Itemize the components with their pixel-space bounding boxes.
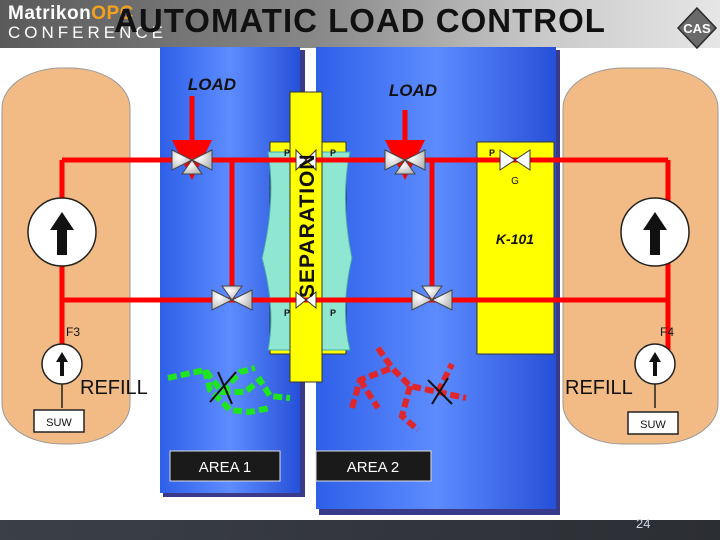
area2-box[interactable] — [315, 450, 432, 482]
p-label-bottom-left: P — [284, 308, 290, 318]
f3-label: F3 — [66, 325, 80, 339]
separation-label: SEPARATION — [296, 153, 319, 298]
separation-column — [289, 91, 323, 383]
area2-marker-icon — [427, 377, 453, 405]
p-label-top-right: P — [330, 148, 336, 158]
valve-g[interactable] — [499, 149, 531, 171]
valve-right-bottom[interactable] — [411, 285, 453, 311]
valve-center-top[interactable] — [295, 148, 317, 172]
valve-right-top[interactable] — [384, 149, 426, 175]
f4-label: F4 — [660, 325, 674, 339]
footer-bar — [0, 520, 720, 540]
conference-logo-subtitle: CONFERENCE — [8, 23, 168, 42]
valve-left-top[interactable] — [171, 149, 213, 175]
up-arrow-icon — [643, 212, 667, 255]
refill-pump-right[interactable] — [634, 343, 676, 385]
pump-right[interactable] — [620, 197, 690, 267]
refill-pump-left[interactable] — [41, 343, 83, 385]
logo-brand: Matrikon — [8, 3, 92, 24]
k101-compressor-block — [476, 141, 555, 355]
refill-label-left: REFILL — [80, 377, 148, 399]
slide-title: AUTOMATIC LOAD CONTROL — [114, 2, 606, 39]
p-label-k101: P — [489, 148, 495, 158]
area1-network — [167, 365, 291, 416]
k101-label: K-101 — [496, 231, 534, 247]
area2-network — [349, 346, 467, 433]
area1-label: AREA 1 — [199, 459, 252, 476]
conference-logo: MatrikonOPC — [8, 3, 134, 25]
load-label-left: LOAD — [188, 75, 236, 94]
up-arrow-icon — [56, 352, 68, 376]
suw-label-right: SUW — [640, 419, 666, 431]
load-label-right: LOAD — [389, 81, 437, 100]
refill-label-right: REFILL — [565, 377, 633, 399]
area2-label: AREA 2 — [347, 459, 400, 476]
cas-logo-text: CAS — [683, 21, 711, 36]
valve-center-bottom[interactable] — [295, 290, 317, 310]
up-arrow-icon — [50, 212, 74, 255]
logo-brand-tail: OPC — [91, 3, 134, 24]
p-label-top-left: P — [284, 148, 290, 158]
p-label-bottom-right: P — [330, 308, 336, 318]
suw-box-right — [627, 411, 679, 435]
pump-left[interactable] — [27, 197, 97, 267]
g-label: G — [511, 176, 519, 187]
header-bar — [0, 0, 720, 48]
area1-marker-icon — [209, 371, 237, 405]
suw-box-left — [33, 409, 85, 433]
area1-box[interactable] — [169, 450, 281, 482]
cas-logo: CAS — [676, 6, 718, 50]
suw-label-left: SUW — [46, 417, 72, 429]
up-arrow-icon — [649, 352, 661, 376]
page-number: 24 — [636, 516, 651, 531]
valve-left-bottom[interactable] — [211, 285, 253, 311]
